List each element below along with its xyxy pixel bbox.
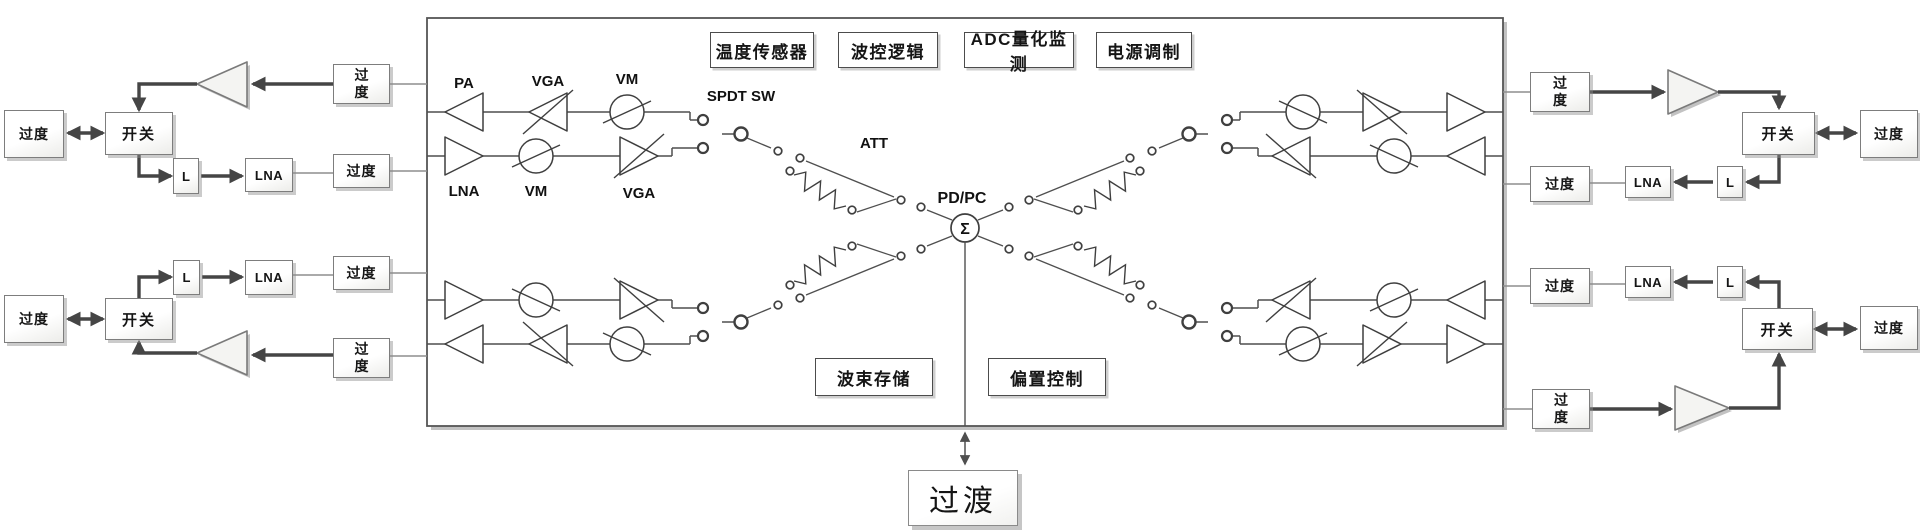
transition-box: 过度 xyxy=(4,110,64,158)
edge-transition-box: 过度 xyxy=(333,154,390,188)
limiter-box: L xyxy=(173,260,200,295)
transition-box-label: 过度 xyxy=(19,311,49,327)
vga-label: VGA xyxy=(532,73,565,90)
lna-box: LNA xyxy=(245,158,293,192)
quadrant-bottom-left xyxy=(427,235,953,367)
lna-box: LNA xyxy=(1625,266,1671,298)
edge-transition-box-label: 过度 xyxy=(1554,391,1568,426)
switch-box-label: 开关 xyxy=(121,311,156,329)
switch-box: 开关 xyxy=(105,298,173,340)
att-label: ATT xyxy=(860,135,888,152)
vga-label: VGA xyxy=(623,185,656,202)
module-beam-control-logic-label: 波控逻辑 xyxy=(851,42,925,62)
amplifier-triangle xyxy=(196,61,248,108)
switch-box: 开关 xyxy=(105,112,173,155)
edge-transition-box-label: 过度 xyxy=(354,66,369,101)
edge-transition-box: 过度 xyxy=(333,256,390,290)
quadrant-bottom-right xyxy=(977,235,1503,367)
bottom-transition-box: 过渡 xyxy=(908,470,1018,526)
lna-box-label: LNA xyxy=(1633,274,1663,290)
module-bias-control-label: 偏置控制 xyxy=(1010,369,1084,389)
module-beam-storage-label: 波束存储 xyxy=(837,369,911,389)
switch-box-label: 开关 xyxy=(121,126,156,143)
edge-transition-box: 过度 xyxy=(1530,166,1590,202)
spdt-sw-label: SPDT SW xyxy=(707,88,776,105)
pa-label: PA xyxy=(454,75,474,92)
amplifier-triangle xyxy=(196,330,248,376)
module-adc-monitor-label: ADC量化监测 xyxy=(970,30,1068,74)
edge-transition-box-label: 过度 xyxy=(1553,74,1567,109)
edge-transition-box-label: 过度 xyxy=(1545,278,1575,294)
module-temp-sensor: 温度传感器 xyxy=(710,32,814,68)
module-beam-control-logic: 波控逻辑 xyxy=(838,32,938,68)
limiter-box-label: L xyxy=(1726,274,1734,290)
edge-transition-box: 过度 xyxy=(333,338,390,378)
module-adc-monitor: ADC量化监测 xyxy=(964,30,1074,74)
limiter-box-label: L xyxy=(1726,174,1734,190)
switch-box-label: 开关 xyxy=(1761,126,1796,143)
lna-label: LNA xyxy=(449,183,480,200)
module-temp-sensor-label: 温度传感器 xyxy=(715,42,809,62)
quadrant-top-right xyxy=(977,89,1503,221)
quadrant-top-left xyxy=(427,89,953,221)
module-bias-control: 偏置控制 xyxy=(988,358,1106,396)
transition-box: 过度 xyxy=(4,295,64,343)
switch-box: 开关 xyxy=(1742,112,1815,155)
module-beam-storage: 波束存储 xyxy=(815,358,933,396)
lna-box-label: LNA xyxy=(254,167,284,183)
transition-box-label: 过度 xyxy=(1874,126,1904,142)
lna-box-label: LNA xyxy=(254,270,284,285)
edge-transition-box-label: 过度 xyxy=(346,163,377,179)
limiter-box: L xyxy=(1717,166,1743,198)
module-power-modulation: 电源调制 xyxy=(1096,32,1192,68)
edge-transition-box: 过度 xyxy=(1530,72,1590,112)
transition-box: 过度 xyxy=(1860,306,1918,350)
switch-box-label: 开关 xyxy=(1760,321,1795,339)
pd-pc-label: PD/PC xyxy=(938,190,987,207)
edge-transition-box-label: 过度 xyxy=(354,340,369,375)
limiter-box: L xyxy=(173,158,199,194)
edge-transition-box: 过度 xyxy=(1530,268,1590,304)
edge-transition-box: 过度 xyxy=(1532,389,1590,429)
limiter-box: L xyxy=(1717,266,1743,298)
vm-label: VM xyxy=(525,183,548,200)
lna-box: LNA xyxy=(245,260,293,295)
transition-box-label: 过度 xyxy=(19,126,49,142)
edge-transition-box-label: 过度 xyxy=(346,265,377,281)
lna-box-label: LNA xyxy=(1633,174,1663,190)
lna-box: LNA xyxy=(1625,166,1671,198)
edge-transition-box-label: 过度 xyxy=(1545,176,1575,192)
vm-label: VM xyxy=(616,71,639,88)
edge-transition-box: 过度 xyxy=(333,64,390,104)
sigma-label: Σ xyxy=(960,221,970,238)
amplifier-triangle xyxy=(1667,69,1719,115)
amplifier-triangle xyxy=(1674,385,1730,431)
module-power-modulation-label: 电源调制 xyxy=(1107,42,1181,62)
bottom-transition-box-label: 过渡 xyxy=(929,485,997,518)
limiter-box-label: L xyxy=(182,270,191,285)
transition-box: 过度 xyxy=(1860,110,1918,158)
transition-box-label: 过度 xyxy=(1874,320,1904,336)
switch-box: 开关 xyxy=(1742,308,1813,350)
limiter-box-label: L xyxy=(182,168,190,184)
